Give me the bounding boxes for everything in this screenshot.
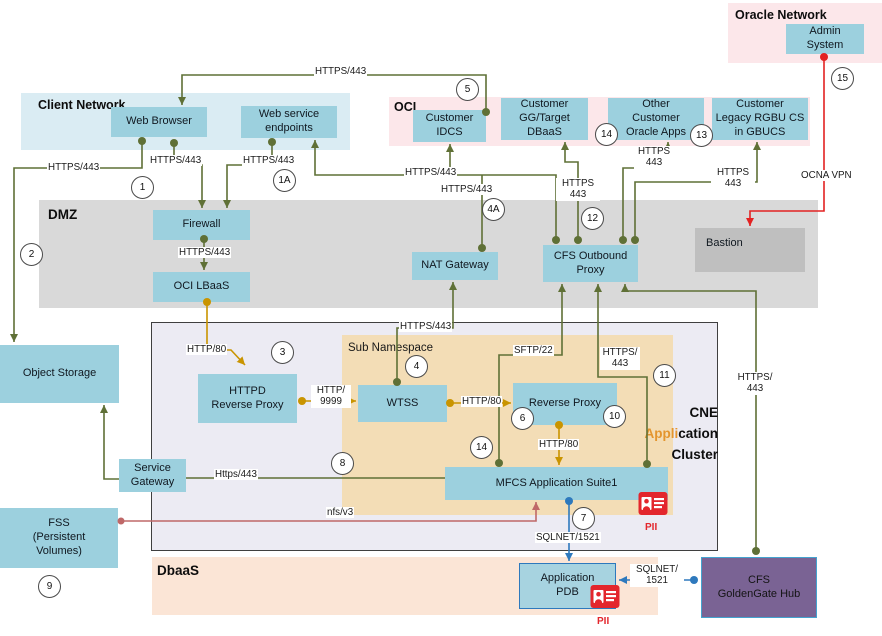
node-wtss: WTSS [358,385,447,422]
node-admin-system: Admin System [786,24,864,54]
label-ocna-vpn: OCNA VPN [800,170,853,182]
badge-11: 11 [653,364,676,387]
label-nfsv3: nfs/v3 [326,507,355,519]
node-cfs-goldengate-hub: CFS GoldenGate Hub [701,557,817,618]
oracle-network-title: Oracle Network [735,8,827,22]
label-https443-firewall: HTTPS/443 [178,247,232,259]
node-object-storage: Object Storage [0,345,119,403]
node-service-gateway: Service Gateway [119,459,186,492]
node-web-browser: Web Browser [111,107,207,137]
badge-14-oci: 14 [595,123,618,146]
label-https443-wtss-nat: HTTPS/443 [399,321,453,333]
badge-1: 1 [131,176,154,199]
label-https443-top: HTTPS/443 [314,66,368,78]
node-customer-idcs: Customer IDCS [413,110,486,142]
label-https443-endpoints: HTTPS/443 [242,155,296,167]
label-http80-rp: HTTP/80 [538,439,580,451]
label-https443-legacy: HTTPS 443 [711,167,755,190]
badge-1a: 1A [273,169,296,192]
label-https443-mid: HTTPS/443 [404,167,458,179]
node-oci-lbaas: OCI LBaaS [153,272,250,302]
node-bastion: Bastion [695,228,805,272]
label-sqlnet-hub: SQLNET/ 1521 [630,564,684,587]
label-http80-wtss: HTTP/80 [461,396,503,408]
label-http9999: HTTP/ 9999 [311,385,351,408]
label-https443-hub-proxy: HTTPS/ 443 [735,372,775,395]
badge-4: 4 [405,355,428,378]
node-nat-gateway: NAT Gateway [412,252,498,280]
label-https443-oracle-apps: HTTPS 443 [634,146,674,169]
dbaas-title: DbaaS [157,563,200,578]
badge-6: 6 [511,407,534,430]
client-network-title: Client Network [38,98,126,112]
label-https443-left: HTTPS/443 [47,162,101,174]
badge-2: 2 [20,243,43,266]
node-mfcs-application-suite: MFCS Application Suite1 [445,467,668,500]
badge-8: 8 [331,452,354,475]
label-http80-lbaas: HTTP/80 [186,344,228,356]
pii-label-mfcs: PII [645,522,658,533]
node-other-customer-oracle-apps: Other Customer Oracle Apps [608,98,704,140]
node-cfs-outbound-proxy: CFS Outbound Proxy [543,245,638,282]
node-fss: FSS (Persistent Volumes) [0,508,118,568]
badge-3: 3 [271,341,294,364]
label-https443-mfcs-proxy: HTTPS/ 443 [600,347,640,370]
label-https443-nat-branch: HTTPS/443 [440,184,494,196]
pii-badge-icon [638,491,668,521]
badge-12: 12 [581,207,604,230]
pii-badge-icon [590,584,620,614]
badge-10: 10 [603,405,626,428]
label-sftp22: SFTP/22 [513,345,554,357]
node-web-service-endpoints: Web service endpoints [241,106,337,138]
badge-13: 13 [690,124,713,147]
badge-7: 7 [572,507,595,530]
pii-label-pdb: PII [597,616,610,627]
node-customer-legacy-rgbu: Customer Legacy RGBU CS in GBUCS [712,98,808,140]
label-https443-browser: HTTPS/443 [149,155,203,167]
badge-4a: 4A [482,198,505,221]
badge-9: 9 [38,575,61,598]
label-https443-service-gw: Https/443 [214,469,258,481]
node-firewall: Firewall [153,210,250,240]
node-customer-gg-target-dbaas: Customer GG/Target DBaaS [501,98,588,140]
badge-5: 5 [456,78,479,101]
badge-15: 15 [831,67,854,90]
node-httpd-reverse-proxy: HTTPD Reverse Proxy [198,374,297,423]
badge-14-cluster: 14 [470,436,493,459]
label-https443-gg: HTTPS 443 [556,178,600,201]
label-sqlnet-mfcs: SQLNET/1521 [535,532,601,544]
